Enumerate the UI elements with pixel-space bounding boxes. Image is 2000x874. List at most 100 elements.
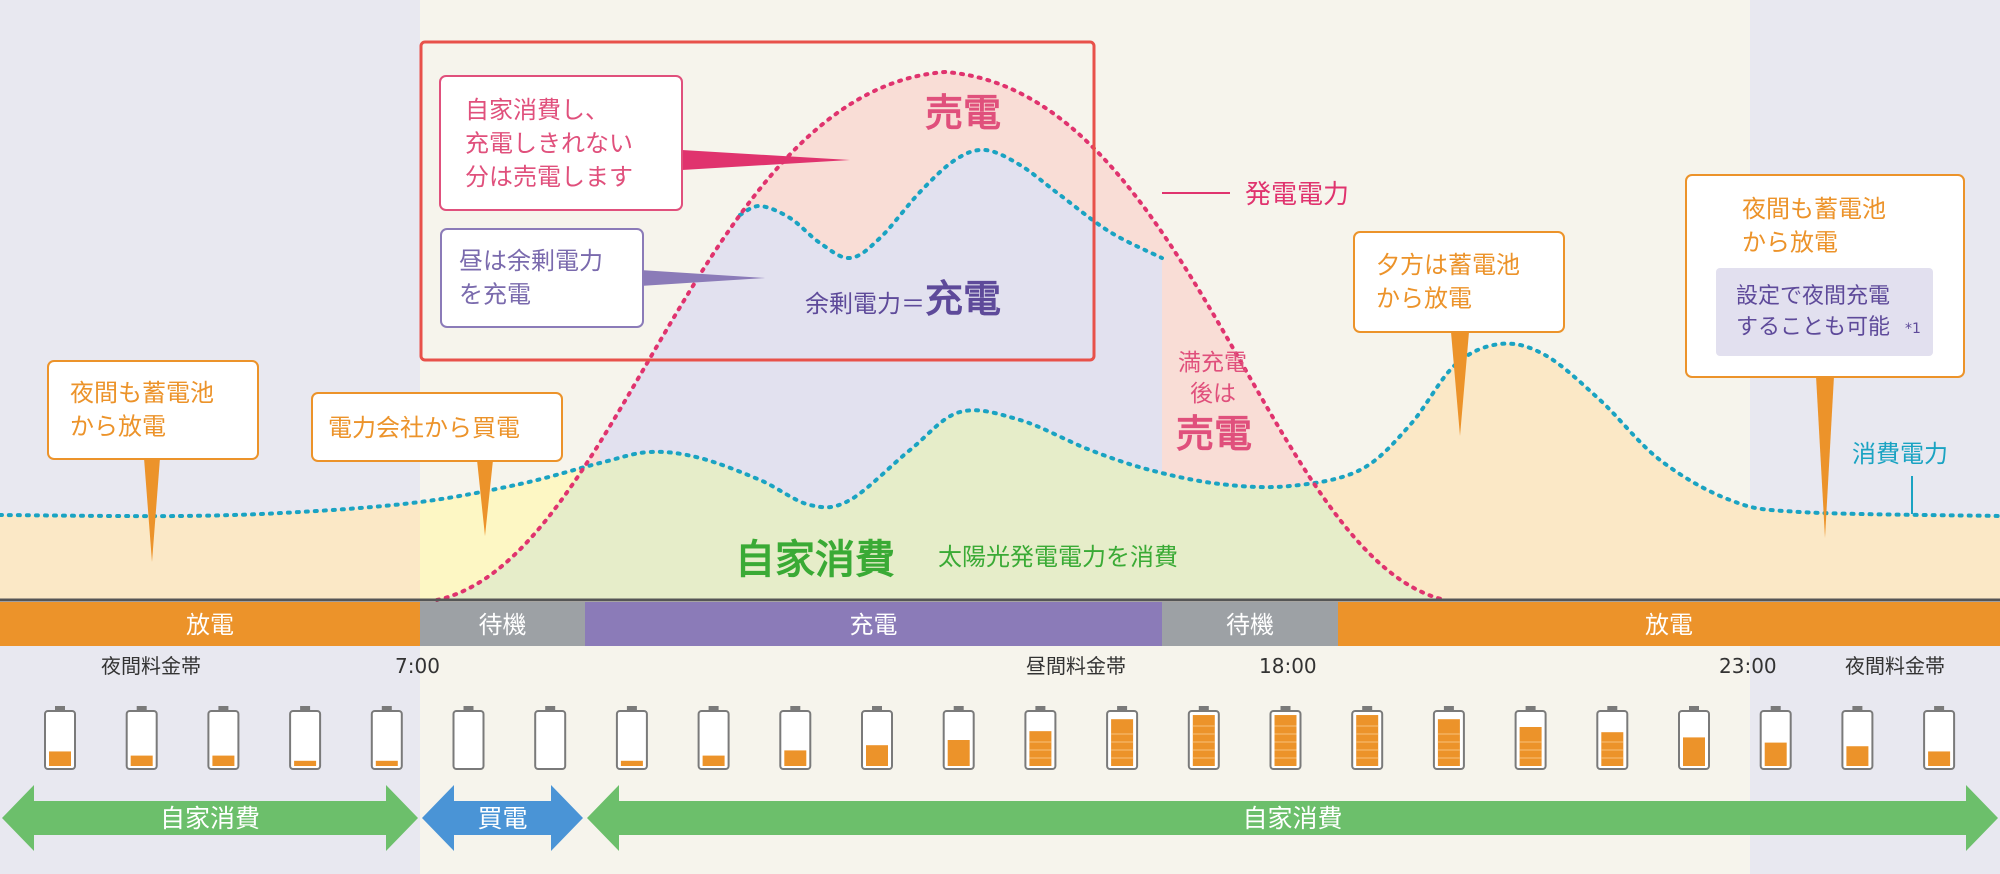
battery-level — [702, 755, 725, 766]
full-charge-line2: 後は — [1190, 381, 1236, 407]
time-7: 7:00 — [395, 654, 440, 678]
night-right-pointer — [1816, 376, 1834, 538]
battery-level — [1192, 715, 1215, 766]
battery-icon — [1351, 706, 1384, 770]
battery-icon — [534, 706, 567, 770]
full-charge-sell-label: 売電 — [1176, 412, 1252, 456]
battery-level — [1029, 731, 1052, 766]
night-right-note-mark: *1 — [1905, 321, 1921, 337]
battery-icon — [1596, 706, 1629, 770]
battery-level — [1274, 715, 1297, 766]
mode-segment — [0, 602, 420, 646]
time-18: 18:00 — [1259, 654, 1317, 678]
battery-icon — [1187, 706, 1220, 770]
buy-pointer — [477, 460, 493, 536]
mode-label: 充電 — [850, 611, 898, 639]
bottom-arrow-label: 買電 — [477, 804, 527, 833]
sell-note-pointer — [682, 150, 850, 170]
sell-label: 売電 — [925, 91, 1001, 135]
battery-icon — [697, 706, 730, 770]
night-rate-right: 夜間料金帯 — [1845, 654, 1945, 678]
battery-row — [44, 706, 1956, 770]
battery-level — [1601, 732, 1624, 766]
battery-icon — [779, 706, 812, 770]
battery-icon — [370, 706, 403, 770]
night-left-text: 夜間も蓄電池から放電 — [70, 379, 214, 441]
night-right-setting-box — [1716, 268, 1933, 356]
charge-note-text: 昼は余剰電力を充電 — [459, 247, 603, 309]
battery-icon — [1024, 706, 1057, 770]
time-23: 23:00 — [1719, 654, 1777, 678]
mode-label: 放電 — [186, 611, 234, 639]
night-rate-left: 夜間料金帯 — [101, 654, 201, 678]
full-charge-line1: 満充電 — [1178, 350, 1247, 376]
battery-icon — [452, 706, 485, 770]
bottom-arrow-label: 自家消費 — [160, 804, 260, 833]
battery-level — [375, 760, 398, 766]
battery-icon — [1269, 706, 1302, 770]
mode-segment — [1162, 602, 1338, 646]
bottom-arrow — [2, 785, 418, 851]
mode-label: 放電 — [1645, 611, 1693, 639]
bottom-arrow-label: 自家消費 — [1242, 804, 1342, 833]
battery-level — [947, 740, 970, 766]
battery-icon — [1678, 706, 1710, 770]
self-consumption-label: 自家消費 — [735, 537, 895, 583]
battery-level — [130, 755, 153, 766]
buy-text: 電力会社から買電 — [328, 414, 520, 442]
battery-icon — [1841, 706, 1874, 770]
evening-text: 夕方は蓄電池から放電 — [1376, 251, 1520, 313]
sell-note-callout: 自家消費し、充電しきれない分は売電します — [439, 75, 683, 211]
mode-bar: 放電 待機 充電 待機 放電 — [0, 602, 2000, 646]
battery-level — [294, 760, 317, 766]
night-right-callout: 夜間も蓄電池から放電 設定で夜間充電することも可能 *1 — [1685, 174, 1965, 378]
battery-icon — [1432, 706, 1465, 770]
battery-icon — [207, 706, 240, 770]
battery-level — [1437, 719, 1460, 766]
battery-icon — [125, 706, 158, 770]
battery-level — [1111, 719, 1134, 766]
consumption-legend: 消費電力 — [1852, 440, 1948, 468]
night-left-callout: 夜間も蓄電池から放電 — [47, 360, 259, 460]
battery-level — [1928, 751, 1951, 766]
battery-level — [1764, 742, 1787, 766]
sell-note-text: 自家消費し、充電しきれない分は売電します — [465, 96, 633, 191]
battery-icon — [1923, 706, 1956, 770]
generation-legend: 発電電力 — [1245, 180, 1349, 210]
battery-icon — [942, 706, 975, 770]
battery-level — [49, 751, 71, 766]
battery-icon — [615, 706, 648, 770]
evening-callout: 夕方は蓄電池から放電 — [1353, 231, 1565, 333]
consumption-line — [0, 341, 2000, 519]
night-left-pointer — [144, 458, 160, 562]
battery-icon — [289, 706, 322, 770]
mode-label: 待機 — [1226, 611, 1274, 639]
generation-line — [435, 69, 1447, 602]
battery-icon — [1759, 706, 1792, 770]
surplus-line — [738, 147, 1164, 261]
battery-level — [1683, 737, 1705, 766]
highlight-box — [419, 40, 1096, 362]
mode-label: 待機 — [479, 611, 527, 639]
battery-level — [212, 755, 235, 766]
bottom-arrow — [587, 785, 1998, 851]
battery-icon — [44, 706, 76, 770]
battery-level — [1356, 715, 1379, 766]
bottom-arrow-row: 自家消費 買電 自家消費 — [2, 785, 1998, 851]
battery-icon — [1106, 706, 1139, 770]
night-right-setting-text: 設定で夜間充電することも可能 — [1736, 284, 1890, 340]
mode-segment — [420, 602, 585, 646]
day-rate: 昼間料金帯 — [1026, 654, 1126, 678]
buy-callout: 電力会社から買電 — [311, 392, 563, 462]
battery-level — [620, 760, 643, 766]
night-right-text: 夜間も蓄電池から放電 — [1742, 195, 1886, 257]
self-consumption-sub: 太陽光発電電力を消費 — [938, 543, 1178, 571]
evening-pointer — [1451, 332, 1469, 436]
surplus-label: 余剰電力＝充電 — [805, 277, 1001, 321]
battery-icon — [1514, 706, 1547, 770]
battery-level — [1846, 746, 1869, 766]
mode-segment — [1338, 602, 2000, 646]
battery-level — [784, 750, 807, 766]
